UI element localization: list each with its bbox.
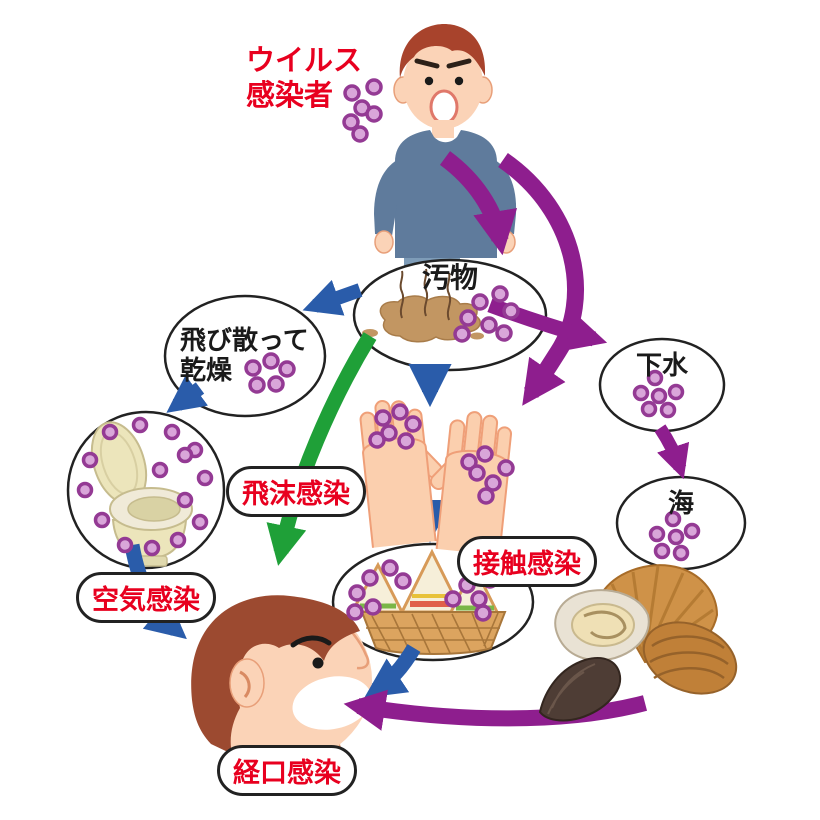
virus-dots-hands [368, 403, 515, 505]
virus-dot-clusters [76, 78, 701, 622]
waste-node-label: 汚物 [421, 262, 479, 293]
airborne-infection-label: 空気感染 [76, 572, 216, 623]
arrow-food-to-mouth [364, 644, 421, 698]
eating-person-icon [191, 595, 372, 773]
arrow-waste-to-sewage [487, 297, 608, 351]
arrow-scatter-to-toilet [166, 375, 208, 413]
infected-person-icon [374, 24, 517, 266]
droplet-infection-label: 飛沫感染 [226, 466, 366, 517]
arrow-sewage-to-sea [654, 424, 690, 480]
arrows [124, 151, 690, 640]
virus-carrier-title: ウイルス 感染者 [246, 45, 363, 112]
shellfish-icon [538, 564, 738, 722]
scatter-node-label: 飛び散って 乾燥 [180, 325, 309, 385]
sewage-node-label: 下水 [635, 350, 689, 380]
sea-node-label: 海 [667, 488, 695, 518]
arrow-waste-to-scatter [302, 279, 363, 316]
oral-infection-label: 経口感染 [217, 745, 357, 796]
virus-dots-toilet [76, 416, 214, 557]
arrow-person-to-waste [439, 151, 518, 256]
arrow-waste-to-mouth-droplet [266, 332, 377, 566]
mouth-arrows [343, 644, 648, 731]
virus-dots-waste [453, 285, 520, 343]
virus-dots-sewage [632, 369, 685, 419]
virus-dots-scatter [244, 352, 296, 394]
virus-dots-sea [648, 510, 701, 562]
contact-infection-label: 接触感染 [457, 536, 597, 587]
toilet-icon [90, 421, 193, 567]
virus-dots-near-mouth [342, 78, 383, 143]
arrow-shellfish-to-mouth [343, 689, 648, 731]
